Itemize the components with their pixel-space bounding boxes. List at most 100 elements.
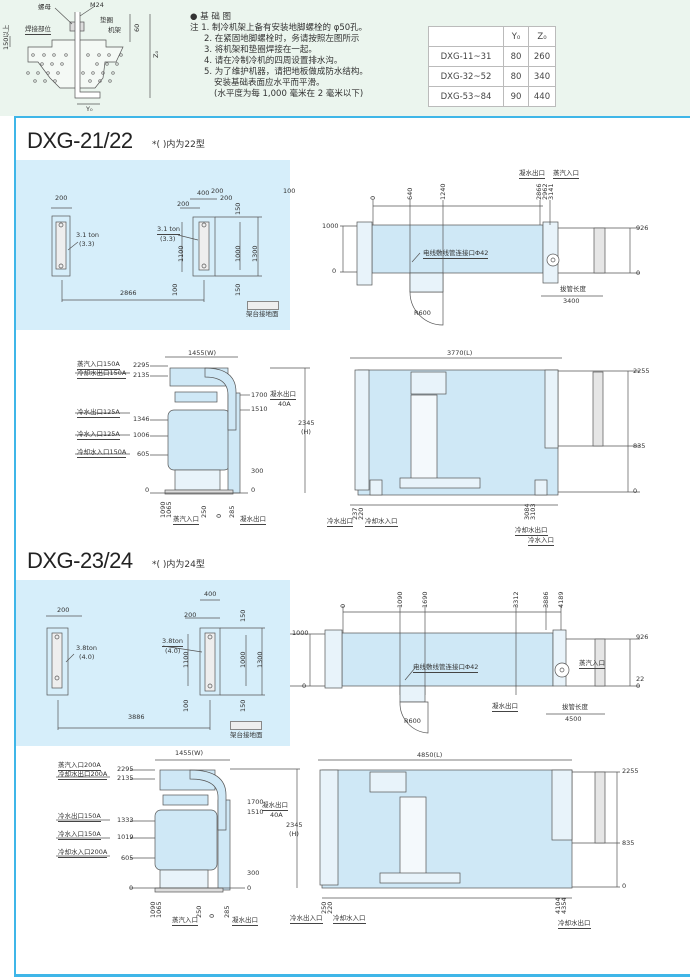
condensate-label: 凝水出口 [519, 169, 545, 179]
connection-label: 凝水出口 [232, 916, 258, 926]
dim-label: 1510 [247, 808, 264, 816]
condensate-size: 40A [270, 811, 283, 819]
z0-label: Z₀ [152, 50, 160, 58]
dim-label: 2135 [133, 371, 150, 379]
connection-label: 冷水入口 [528, 536, 554, 546]
h-label: 60 [133, 23, 141, 32]
y0-label: Y₀ [86, 105, 93, 113]
dim-label: 926 [636, 224, 649, 232]
dim-label: 22 [636, 675, 645, 683]
pull-length-value: 3400 [563, 297, 580, 305]
height-label: 2345 [286, 821, 303, 829]
dim-label: 1006 [133, 431, 150, 439]
dim-label: 400 [204, 590, 217, 598]
load-label: 3.8ton [76, 644, 97, 652]
load-label: (3.3) [79, 240, 95, 248]
dim-label: 220 [326, 901, 334, 914]
load-label: (4.0) [79, 653, 95, 661]
dim-label: 2135 [117, 774, 134, 782]
nut-label: 螺母 [38, 3, 51, 11]
dim-label: 0 [251, 486, 256, 494]
dim-label: 0 [215, 513, 223, 518]
condensate-size: 40A [278, 400, 291, 408]
condensate-label: 凝水出口 [270, 390, 296, 400]
dim-label: 200 [177, 200, 190, 208]
load-label: 3.1 ton [157, 225, 181, 235]
connection-label: 冷却水入口 [365, 517, 398, 527]
height-label: (H) [289, 830, 299, 838]
dim-label: 1000 [239, 651, 247, 668]
legend-label: 架台接地面 [230, 731, 263, 739]
dim-label: 926 [636, 633, 649, 641]
table-cell: 260 [528, 46, 556, 67]
pull-length-label: 拔管长度 [560, 285, 586, 293]
table-header: Y₀ [503, 26, 529, 47]
dim-label: 150 [239, 609, 247, 622]
dim-label: 0 [636, 269, 641, 277]
note-item: (水平度为每 1,000 毫米在 2 毫米以下) [214, 89, 364, 99]
dim-label: 1065 [165, 501, 173, 518]
connection-label: 冷却水入口150A [77, 448, 127, 458]
connection-label: 冷水出口125A [77, 408, 120, 418]
washer-label: 垫圈 [100, 16, 113, 24]
table-cell: 340 [528, 66, 556, 87]
dim-label: 4189 [557, 591, 565, 608]
connection-label: 冷却水入口 [333, 914, 366, 924]
load-label: (3.3) [160, 235, 176, 243]
connection-label: 冷水入口125A [77, 430, 120, 440]
width-label: 1455(W) [188, 349, 217, 357]
connection-label: 冷却水入口200A [58, 848, 108, 858]
dim-label: 3886 [128, 713, 145, 721]
note-item: 4. 请在冷制冷机的四周设置排水沟。 [204, 56, 343, 66]
dim-label: 2295 [133, 361, 150, 369]
bolt-label: M24 [90, 1, 104, 9]
dim-label: 200 [211, 187, 224, 195]
dim-label: 640 [406, 187, 414, 200]
dim-label: 1690 [421, 591, 429, 608]
note-item: 5. 为了维护机器，请把地板做成防水结构。 [204, 67, 368, 77]
radius-label: R600 [414, 309, 431, 317]
height-label: (H) [301, 428, 311, 436]
length-label: 3770(L) [447, 349, 473, 357]
dim-label: 0 [339, 603, 347, 608]
note-item: 安装基础表面应水平而平滑。 [214, 78, 325, 88]
conduit-label: 电线敷线管连接口Φ42 [413, 663, 479, 673]
connection-label: 蒸汽入口200A [58, 761, 101, 771]
dim-label: 0 [145, 486, 150, 494]
dim-label: 3886 [542, 591, 550, 608]
weld-label: 焊接部位 [25, 25, 51, 35]
dim-label: 0 [622, 882, 627, 890]
model-title-1: DXG-21/22 [27, 128, 133, 153]
dim-label: 3103 [529, 503, 537, 520]
dim-label: 400 [197, 189, 210, 197]
table-header-row: Y₀ Z₀ [428, 26, 556, 47]
height-label: 2345 [298, 419, 315, 427]
connection-label: 冷水出口 [327, 517, 353, 527]
dim-label: 100 [182, 699, 190, 712]
note-item: 2. 在紧固地脚螺栓时，务请按照左图所示 [204, 34, 360, 44]
dim-label: 285 [228, 505, 236, 518]
dim-label: 0 [302, 682, 307, 690]
dim-label: 1065 [155, 901, 163, 918]
pull-length-value: 4500 [565, 715, 582, 723]
width-label: 1455(W) [175, 749, 204, 757]
dim-label: 150 [234, 283, 242, 296]
dim-label: 220 [357, 507, 365, 520]
dim-label: 100 [171, 283, 179, 296]
dim-label: 1700 [247, 798, 264, 806]
dim-label: 3312 [512, 591, 520, 608]
conduit-label: 电线敷线管连接口Φ42 [423, 249, 489, 259]
connection-label: 蒸汽入口 [172, 916, 198, 926]
table-cell: 80 [503, 46, 529, 67]
dim-label: 1300 [256, 651, 264, 668]
connection-label: 蒸汽入口 [173, 515, 199, 525]
note-item: 1. 制冷机架上备有安装地脚螺栓的 φ50孔。 [201, 23, 368, 33]
dim-label: 0 [247, 884, 252, 892]
connection-label: 冷水出入口 [290, 914, 323, 924]
dim-label: 150 [234, 202, 242, 215]
dim-label: 1510 [251, 405, 268, 413]
dim-label: 0 [369, 195, 377, 200]
table-cell: 90 [503, 86, 529, 107]
dim-label: 300 [251, 467, 264, 475]
